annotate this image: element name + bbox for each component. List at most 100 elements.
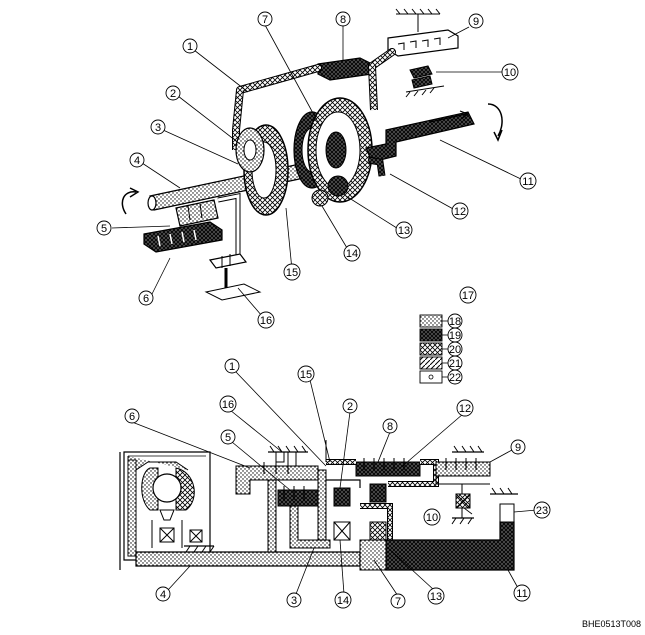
schematic-component-15: [317, 469, 327, 541]
svg-text:2: 2: [347, 401, 353, 413]
svg-text:7: 7: [262, 14, 268, 26]
schematic-callout-8: 8: [382, 418, 398, 434]
legend-item-22: 22: [419, 369, 463, 385]
svg-text:3: 3: [291, 595, 297, 607]
svg-text:5: 5: [225, 432, 231, 444]
callout-6: 6: [138, 290, 154, 306]
svg-text:15: 15: [286, 267, 298, 279]
schematic-callout-3: 3: [286, 592, 302, 608]
legend-item-21: 21: [419, 355, 463, 371]
component-9-brake: [387, 29, 459, 57]
svg-text:8: 8: [387, 421, 393, 433]
schematic-component-23: [490, 487, 518, 523]
schematic-component-16: [268, 445, 308, 467]
schematic-component-10: [451, 484, 474, 525]
output-shaft-11: [365, 111, 475, 163]
svg-text:8: 8: [340, 14, 346, 26]
svg-text:22: 22: [449, 372, 461, 384]
schematic-callout-12: 12: [456, 399, 474, 417]
svg-text:4: 4: [160, 589, 166, 601]
schematic-callouts: [131, 371, 538, 597]
schematic-callout-14: 14: [334, 591, 352, 609]
component-14: [311, 189, 329, 207]
schematic-component-8: [355, 461, 421, 477]
legend: 18 19 20 21 22: [419, 313, 463, 385]
legend-item-20: 20: [419, 341, 463, 357]
svg-text:3: 3: [155, 122, 161, 134]
svg-text:11: 11: [516, 588, 527, 600]
callout-11: 11: [519, 172, 537, 190]
schematic-input-shaft-4: [135, 551, 361, 567]
svg-text:1: 1: [187, 41, 193, 53]
callout-5: 5: [96, 220, 112, 236]
rotation-arrow-input: [121, 191, 137, 215]
svg-text:15: 15: [300, 369, 312, 381]
svg-text:13: 13: [430, 591, 442, 603]
callout-13: 13: [395, 221, 413, 239]
ground-hatch-9: [395, 8, 441, 32]
schematic-component-3: [289, 505, 331, 549]
svg-text:6: 6: [129, 411, 135, 423]
svg-text:13: 13: [398, 225, 410, 237]
svg-text:11: 11: [522, 176, 533, 188]
schematic-callout-10: 10: [423, 508, 441, 526]
svg-text:12: 12: [454, 206, 466, 218]
schematic-callout-1: 1: [224, 358, 240, 374]
callout-16: 16: [257, 311, 275, 329]
svg-text:6: 6: [143, 293, 149, 305]
legend-item-18: 18: [419, 313, 463, 329]
callout-15: 15: [283, 263, 301, 281]
callout-9: 9: [468, 13, 484, 29]
schematic-callout-16: 16: [219, 395, 237, 413]
schematic-callout-6: 6: [124, 408, 140, 424]
isometric-drawing: [121, 8, 503, 301]
callout-4: 4: [129, 152, 145, 168]
schematic-callout-2: 2: [342, 398, 358, 414]
legend-item-19: 19: [419, 327, 463, 343]
schematic-component-13: [369, 483, 387, 503]
svg-text:10: 10: [504, 67, 516, 79]
callout-2: 2: [165, 85, 181, 101]
component-5: [175, 199, 219, 227]
svg-text:16: 16: [260, 315, 272, 327]
callout-12: 12: [451, 202, 469, 220]
svg-text:23: 23: [536, 505, 548, 517]
schematic-diagram: [119, 440, 518, 571]
component-8-band: [317, 57, 373, 81]
svg-text:12: 12: [459, 403, 471, 415]
svg-text:21: 21: [449, 358, 461, 370]
component-13: [327, 175, 349, 197]
schematic-component-6: [235, 465, 319, 495]
schematic-callout-23: 23: [533, 501, 551, 519]
callout-1: 1: [182, 38, 198, 54]
schematic-component-9: [435, 445, 491, 485]
svg-text:14: 14: [337, 595, 349, 607]
svg-text:9: 9: [473, 16, 479, 28]
component-10: [405, 65, 445, 98]
svg-text:7: 7: [395, 596, 401, 608]
svg-text:5: 5: [101, 223, 107, 235]
svg-text:19: 19: [449, 330, 461, 342]
callout-14: 14: [343, 244, 361, 262]
figure-code: BHE0513T008: [582, 619, 641, 629]
callout-8: 8: [335, 11, 351, 27]
svg-text:18: 18: [449, 316, 461, 328]
svg-text:4: 4: [134, 155, 140, 167]
callout-10: 10: [501, 63, 519, 81]
schematic-planetary-2: [333, 487, 351, 507]
callout-3: 3: [150, 119, 166, 135]
svg-text:16: 16: [222, 399, 234, 411]
schematic-callout-4: 4: [155, 586, 171, 602]
schematic-callout-9: 9: [510, 439, 526, 455]
svg-text:20: 20: [449, 344, 461, 356]
svg-text:14: 14: [346, 248, 358, 260]
top-callouts: [111, 24, 524, 317]
schematic-callout-15: 15: [297, 365, 315, 383]
svg-text:1: 1: [229, 361, 235, 373]
schematic-callout-5: 5: [220, 429, 236, 445]
svg-text:17: 17: [462, 290, 474, 302]
callout-17: 17: [459, 286, 477, 304]
schematic-output-shaft-11: [385, 521, 515, 571]
schematic-callout-11: 11: [513, 584, 531, 602]
